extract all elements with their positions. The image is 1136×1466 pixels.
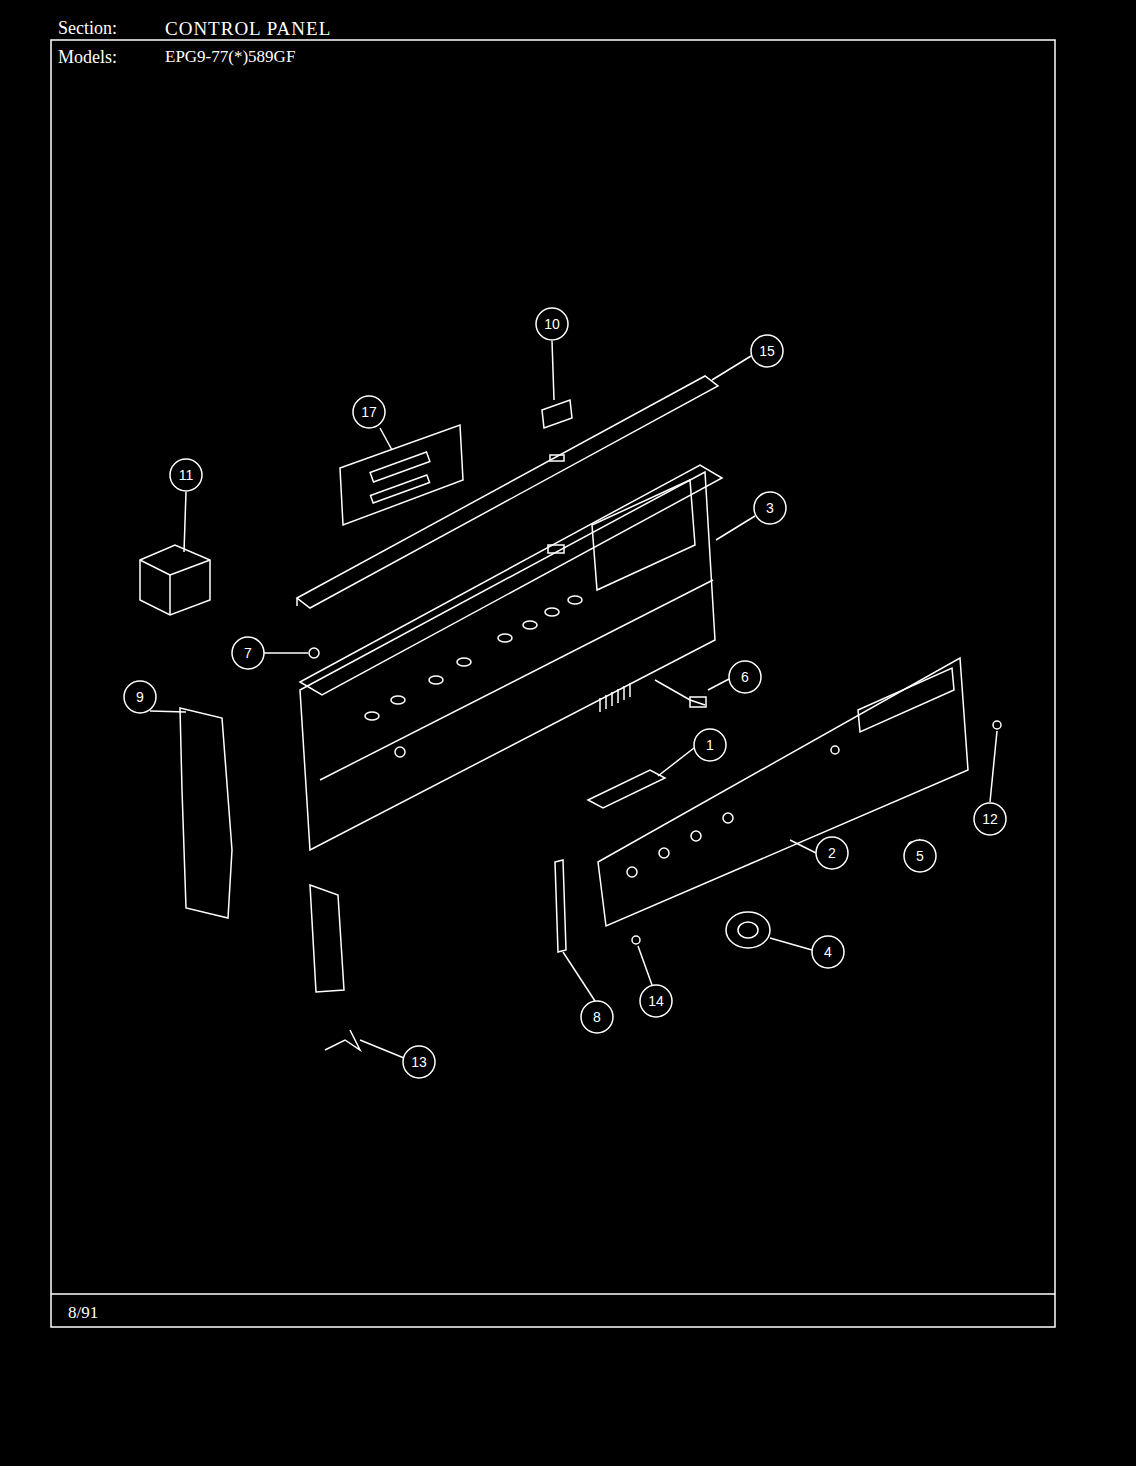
screw bbox=[632, 936, 640, 944]
callout-circle bbox=[232, 637, 264, 669]
panel-slot bbox=[548, 545, 564, 553]
connector-plug bbox=[690, 697, 706, 707]
knob bbox=[726, 912, 770, 948]
callout-number: 17 bbox=[354, 405, 384, 419]
trim-strip bbox=[297, 376, 718, 608]
callout-number: 5 bbox=[905, 849, 935, 863]
front-panel bbox=[598, 658, 968, 926]
callout-number: 13 bbox=[404, 1055, 434, 1069]
screw bbox=[309, 648, 319, 658]
callout-circles bbox=[124, 308, 1006, 1078]
callout-number: 1 bbox=[695, 738, 725, 752]
header-text: EPG9-77(*)589GF bbox=[165, 48, 295, 65]
frame bbox=[51, 40, 1055, 1327]
panel-holes bbox=[365, 596, 582, 757]
leader-lines bbox=[150, 341, 997, 1058]
panel-rib bbox=[320, 580, 713, 780]
panel-window bbox=[592, 480, 695, 590]
callout-circle bbox=[904, 840, 936, 872]
lens bbox=[588, 770, 665, 808]
switch bbox=[542, 400, 572, 428]
callout-number: 6 bbox=[730, 670, 760, 684]
front-window bbox=[858, 668, 954, 732]
callout-number: 11 bbox=[171, 468, 201, 482]
callout-number: 9 bbox=[125, 690, 155, 704]
trim-edge bbox=[296, 598, 298, 606]
callout-number: 3 bbox=[755, 501, 785, 515]
callout-number: 4 bbox=[813, 945, 843, 959]
clip bbox=[325, 1030, 360, 1050]
control-box bbox=[140, 545, 210, 615]
mount-bracket bbox=[310, 885, 344, 992]
header-text: Models: bbox=[58, 48, 117, 66]
callout-circle bbox=[816, 837, 848, 869]
callout-circle bbox=[170, 459, 202, 491]
callout-circle bbox=[812, 936, 844, 968]
box-edge bbox=[169, 575, 171, 615]
callout-number: 12 bbox=[975, 812, 1005, 826]
callout-number: 7 bbox=[233, 646, 263, 660]
callout-circle bbox=[581, 1001, 613, 1033]
trim-slot bbox=[550, 455, 564, 461]
callout-circle bbox=[403, 1046, 435, 1078]
callout-number: 8 bbox=[582, 1010, 612, 1024]
screw bbox=[993, 721, 1001, 729]
clock-keys bbox=[370, 475, 429, 503]
wire bbox=[655, 680, 705, 705]
callout-number: 2 bbox=[817, 846, 847, 860]
callout-circle bbox=[751, 335, 783, 367]
panel-face bbox=[300, 472, 715, 850]
callout-circle bbox=[353, 396, 385, 428]
panel-vents bbox=[600, 683, 630, 712]
callout-circle bbox=[729, 661, 761, 693]
callout-number: 14 bbox=[641, 994, 671, 1008]
header-text: 8/91 bbox=[68, 1304, 98, 1321]
knob-hub bbox=[738, 922, 758, 938]
callout-circle bbox=[640, 985, 672, 1017]
box-edge bbox=[140, 560, 170, 575]
section-title: CONTROL PANEL bbox=[165, 19, 331, 38]
side-bracket bbox=[180, 708, 232, 918]
callout-circle bbox=[536, 308, 568, 340]
callout-circle bbox=[974, 803, 1006, 835]
footer-rule bbox=[51, 1293, 1055, 1295]
front-holes bbox=[627, 746, 839, 877]
panel-top bbox=[300, 465, 722, 695]
trim-bar bbox=[555, 860, 566, 952]
callout-circle bbox=[124, 681, 156, 713]
clock bbox=[340, 425, 463, 525]
header-text: Section: bbox=[58, 19, 117, 37]
callout-number: 15 bbox=[752, 344, 782, 358]
box-edge bbox=[170, 560, 210, 575]
callout-number: 10 bbox=[537, 317, 567, 331]
callout-circle bbox=[754, 492, 786, 524]
callout-circle bbox=[694, 729, 726, 761]
